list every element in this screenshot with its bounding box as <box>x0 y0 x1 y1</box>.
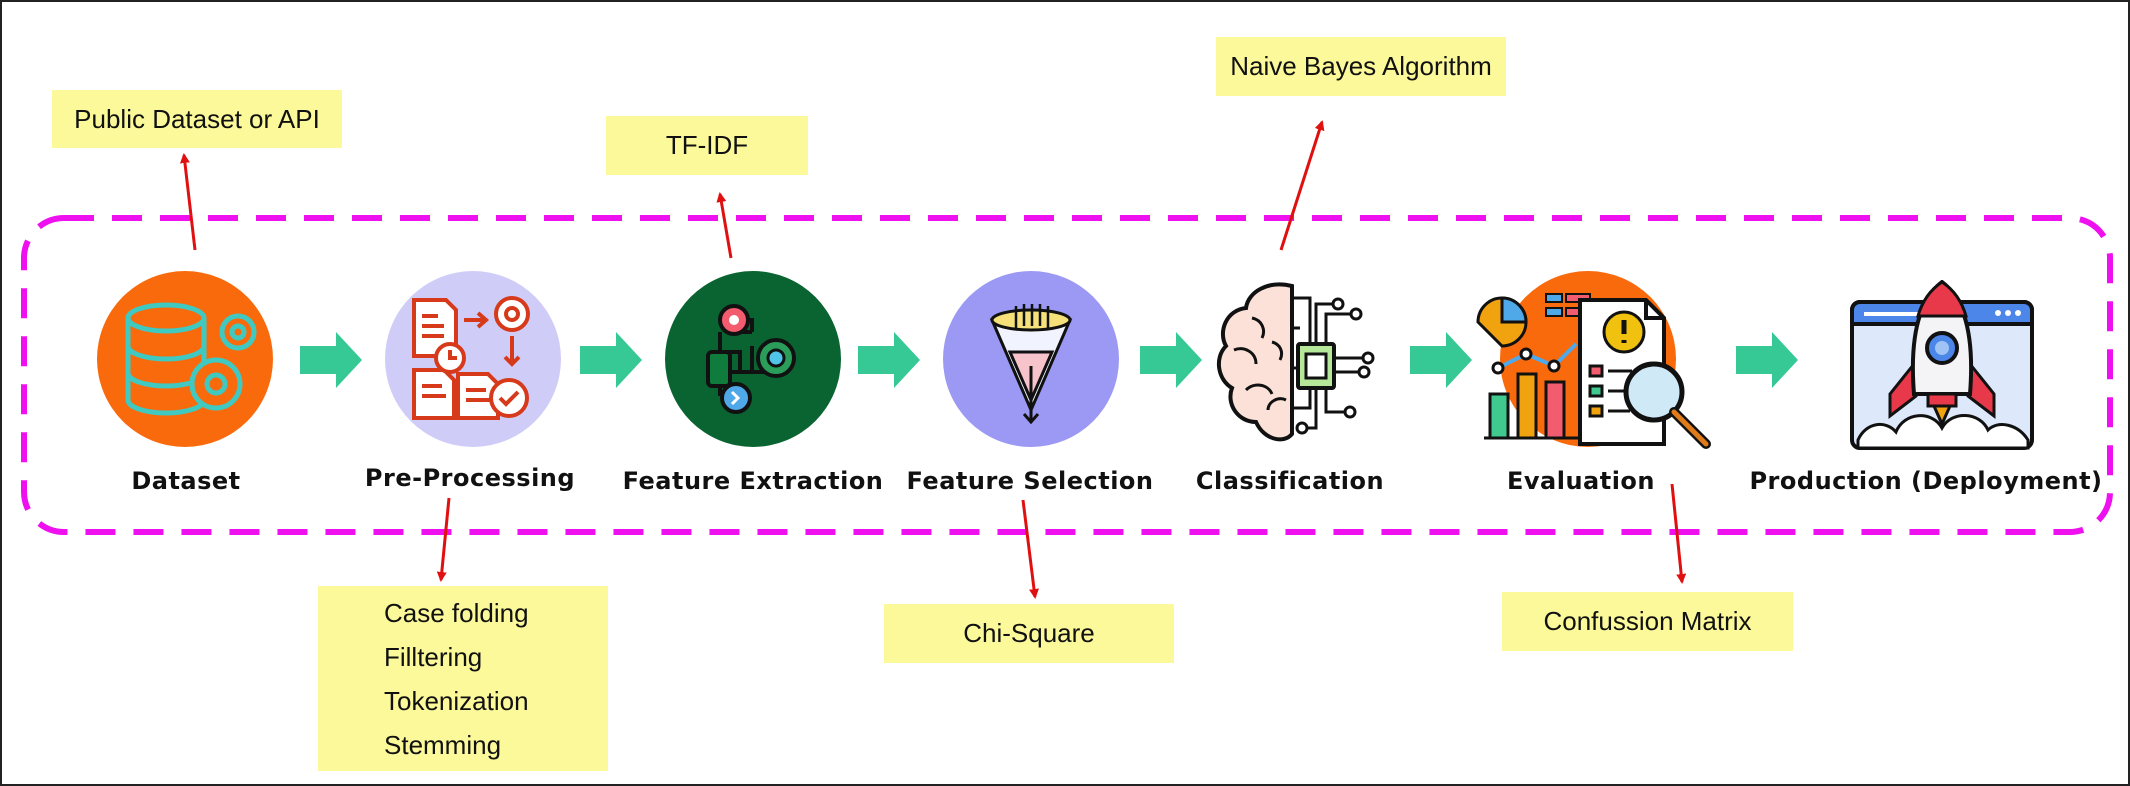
note-chi-square: Chi-Square <box>884 604 1174 663</box>
preprocessing-item: Stemming <box>384 729 502 760</box>
rocket-launch-icon <box>1848 279 2036 452</box>
step-label-preprocessing: Pre-Processing <box>364 464 576 492</box>
note-tfidf: TF-IDF <box>606 116 808 175</box>
preprocessing-circle <box>385 271 561 447</box>
preprocessing-item: Tokenization <box>384 685 529 716</box>
dataset-icon <box>96 270 274 448</box>
flow-arrow-5 <box>1410 332 1472 388</box>
note-confusion-matrix: Confussion Matrix <box>1502 592 1793 651</box>
report-magnifier-icon <box>1476 270 1726 452</box>
step-label-extraction: Feature Extraction <box>622 467 884 495</box>
step-label-evaluation: Evaluation <box>1506 467 1656 495</box>
step-label-production: Production (Deployment) <box>1749 467 2103 495</box>
funnel-filter-icon <box>942 270 1120 448</box>
callout-arrow-preprocessing <box>436 497 451 582</box>
callout-arrow-evaluation <box>1670 483 1687 584</box>
documents-process-icon <box>384 270 562 448</box>
preprocessing-item: Filltering <box>384 641 483 672</box>
flow-arrow-1 <box>300 332 362 388</box>
dashed-pipeline-frame <box>21 215 2113 535</box>
note-preprocessing-steps: Case folding Filltering Tokenization Ste… <box>318 586 608 771</box>
callout-arrow-selection <box>1021 499 1039 599</box>
step-label-selection: Feature Selection <box>906 467 1154 495</box>
note-dataset-source: Public Dataset or API <box>52 90 342 148</box>
note-naive-bayes: Naive Bayes Algorithm <box>1216 37 1506 96</box>
gear-network-icon <box>664 270 842 448</box>
brain-chip-icon <box>1212 278 1388 450</box>
preprocessing-item: Case folding <box>384 597 529 628</box>
flow-arrow-6 <box>1736 332 1798 388</box>
flow-arrow-3 <box>858 332 920 388</box>
step-label-dataset: Dataset <box>131 467 241 495</box>
flow-arrow-2 <box>580 332 642 388</box>
callout-arrow-extraction <box>716 192 733 259</box>
flow-arrow-4 <box>1140 332 1202 388</box>
callout-arrow-classification <box>1279 120 1325 251</box>
step-label-classification: Classification <box>1195 467 1385 495</box>
callout-arrow-dataset <box>179 153 197 251</box>
